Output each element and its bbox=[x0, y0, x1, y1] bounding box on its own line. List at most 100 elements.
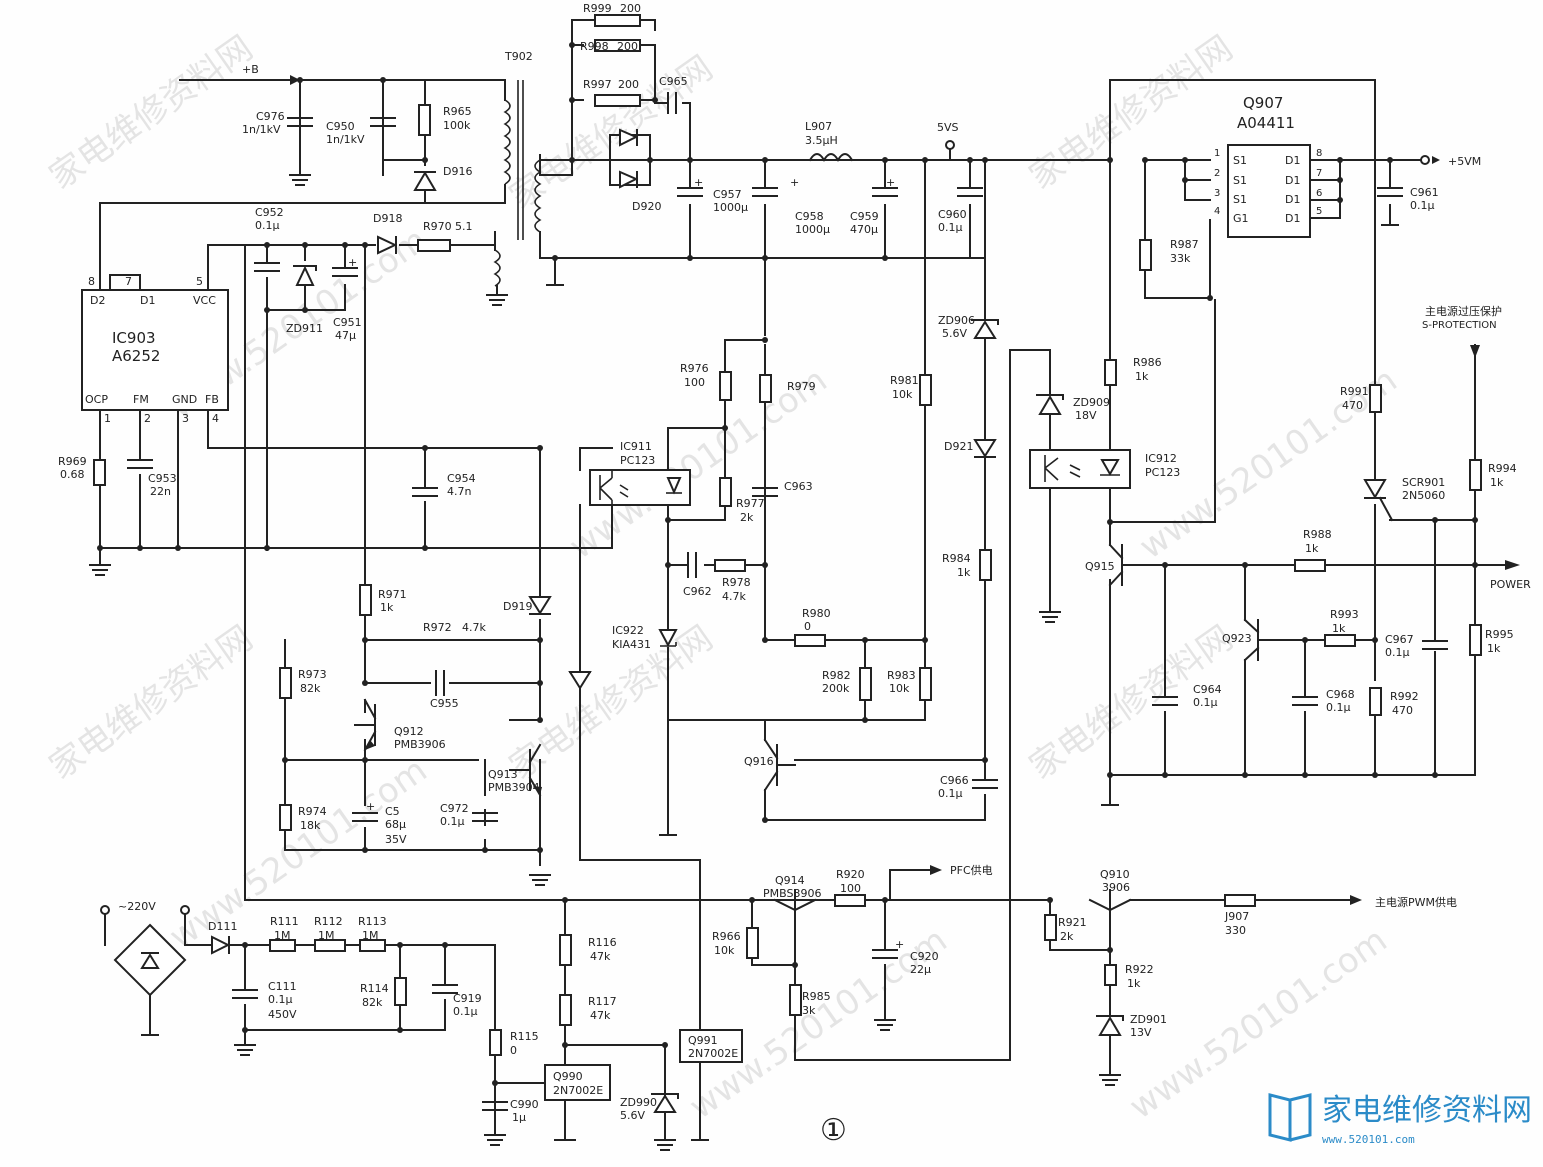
transistor-q915[interactable] bbox=[1108, 543, 1136, 587]
transistor-q923[interactable] bbox=[1243, 618, 1271, 662]
transistor-q912[interactable] bbox=[354, 698, 377, 752]
zener-zd990[interactable] bbox=[651, 1093, 679, 1113]
resistor-r978[interactable] bbox=[714, 559, 746, 572]
terminal-ac-left[interactable] bbox=[100, 905, 110, 915]
diode-d111[interactable] bbox=[211, 935, 231, 955]
capacitor-c957[interactable] bbox=[677, 187, 703, 197]
resistor-r117[interactable] bbox=[559, 994, 572, 1026]
resistor-r920[interactable] bbox=[834, 894, 866, 907]
inductor-l907[interactable] bbox=[808, 153, 854, 162]
resistor-r994[interactable] bbox=[1469, 459, 1482, 491]
resistor-r993[interactable] bbox=[1324, 634, 1356, 647]
q991-block[interactable]: Q991 2N7002E bbox=[679, 1029, 743, 1063]
resistor-r976[interactable] bbox=[719, 371, 732, 401]
resistor-r970[interactable] bbox=[417, 239, 451, 252]
capacitor-c968[interactable] bbox=[1292, 696, 1318, 706]
resistor-r983[interactable] bbox=[919, 667, 932, 701]
diode-d916[interactable] bbox=[413, 171, 437, 191]
capacitor-c919[interactable] bbox=[432, 984, 458, 994]
scr-scr901[interactable] bbox=[1363, 479, 1394, 522]
capacitor-c964[interactable] bbox=[1152, 696, 1178, 706]
resistor-r980[interactable] bbox=[794, 634, 826, 647]
resistor-r982[interactable] bbox=[859, 667, 872, 701]
resistor-r991[interactable] bbox=[1369, 384, 1382, 413]
capacitor-c920[interactable] bbox=[872, 949, 898, 959]
capacitor-c963[interactable] bbox=[752, 487, 778, 497]
capacitor-c953[interactable] bbox=[127, 459, 153, 469]
diode-d919[interactable] bbox=[528, 596, 552, 615]
zener-zd906[interactable] bbox=[971, 319, 999, 339]
resistor-r985[interactable] bbox=[789, 984, 802, 1016]
capacitor-c954[interactable] bbox=[412, 487, 438, 497]
transistor-q913[interactable] bbox=[509, 743, 542, 797]
resistor-r998[interactable] bbox=[594, 39, 641, 52]
capacitor-c5[interactable] bbox=[352, 812, 378, 822]
resistor-r974[interactable] bbox=[279, 804, 292, 831]
ic922-shunt-regulator[interactable]: IC922 KIA431 bbox=[612, 624, 678, 651]
resistor-r999[interactable] bbox=[594, 14, 641, 27]
resistor-r114[interactable] bbox=[394, 977, 407, 1006]
resistor-j907[interactable] bbox=[1224, 894, 1256, 907]
resistor-r987[interactable] bbox=[1139, 239, 1152, 271]
capacitor-c965[interactable] bbox=[667, 92, 677, 114]
resistor-r111[interactable] bbox=[269, 939, 296, 952]
capacitor-c959[interactable] bbox=[872, 187, 898, 197]
resistor-r977[interactable] bbox=[719, 477, 732, 507]
resistor-r969[interactable] bbox=[93, 459, 106, 486]
transistor-q914[interactable] bbox=[773, 889, 817, 926]
terminal-5vm[interactable] bbox=[1420, 155, 1430, 165]
capacitor-c955[interactable] bbox=[435, 670, 445, 696]
transistor-q916[interactable] bbox=[763, 738, 796, 792]
resistor-r971[interactable] bbox=[359, 584, 372, 616]
capacitor-c958[interactable] bbox=[752, 187, 778, 197]
terminal-ac-right[interactable] bbox=[180, 905, 190, 915]
bridge-rectifier[interactable] bbox=[113, 923, 187, 1036]
capacitor-c966[interactable] bbox=[972, 779, 998, 789]
resistor-r979[interactable] bbox=[759, 374, 772, 403]
zener-zd901[interactable] bbox=[1096, 1015, 1124, 1036]
diode-d-pfc[interactable] bbox=[568, 671, 592, 690]
resistor-r973[interactable] bbox=[279, 667, 292, 699]
capacitor-c951[interactable] bbox=[332, 267, 358, 277]
transformer-t902[interactable]: T902 bbox=[493, 50, 542, 296]
capacitor-c960[interactable] bbox=[957, 187, 983, 197]
diode-d921[interactable] bbox=[973, 439, 997, 458]
resistor-r997[interactable] bbox=[594, 94, 641, 107]
capacitor-c990[interactable] bbox=[482, 1101, 508, 1111]
ic911-optocoupler[interactable]: IC911 PC123 bbox=[589, 440, 691, 506]
resistor-r115[interactable] bbox=[489, 1029, 502, 1056]
resistor-r116[interactable] bbox=[559, 934, 572, 966]
resistor-r995[interactable] bbox=[1469, 624, 1482, 656]
label-val: 1μ bbox=[512, 1111, 526, 1124]
resistor-r921[interactable] bbox=[1044, 914, 1057, 941]
diode-d920-b[interactable] bbox=[619, 170, 639, 189]
resistor-r992[interactable] bbox=[1369, 687, 1382, 716]
zener-zd909[interactable] bbox=[1036, 394, 1064, 415]
capacitor-c952[interactable] bbox=[254, 262, 280, 272]
capacitor-c967[interactable] bbox=[1422, 640, 1448, 650]
capacitor-c976[interactable] bbox=[287, 117, 313, 127]
ic912-optocoupler[interactable]: IC912 PC123 bbox=[1029, 449, 1180, 489]
resistor-r988[interactable] bbox=[1294, 559, 1326, 572]
diode-d918[interactable] bbox=[377, 235, 398, 255]
resistor-r981[interactable] bbox=[919, 374, 932, 406]
zener-zd911[interactable] bbox=[293, 265, 317, 286]
resistor-r966[interactable] bbox=[746, 927, 759, 959]
ic903-block[interactable]: D2 D1 VCC IC903 A6252 OCP FM GND FB 8 7 … bbox=[81, 275, 229, 425]
q907-block[interactable]: Q907 A04411 S1 S1 S1 G1 D1 D1 D1 D1 1 2 … bbox=[1214, 94, 1322, 238]
resistor-r113[interactable] bbox=[359, 939, 386, 952]
capacitor-c972[interactable] bbox=[472, 812, 498, 822]
capacitor-c961[interactable] bbox=[1377, 187, 1403, 197]
resistor-r922[interactable] bbox=[1104, 964, 1117, 986]
transistor-q910[interactable] bbox=[1088, 889, 1132, 926]
capacitor-c962[interactable] bbox=[687, 552, 697, 578]
capacitor-c950[interactable] bbox=[370, 117, 396, 127]
capacitor-c111[interactable] bbox=[232, 989, 258, 999]
resistor-r965[interactable] bbox=[418, 104, 431, 136]
resistor-r986[interactable] bbox=[1104, 359, 1117, 386]
resistor-r984[interactable] bbox=[979, 549, 992, 581]
resistor-r112[interactable] bbox=[314, 939, 346, 952]
terminal-5vs[interactable] bbox=[945, 140, 955, 150]
diode-d920-a[interactable] bbox=[619, 128, 639, 147]
q990-block[interactable]: Q990 2N7002E bbox=[544, 1064, 611, 1101]
